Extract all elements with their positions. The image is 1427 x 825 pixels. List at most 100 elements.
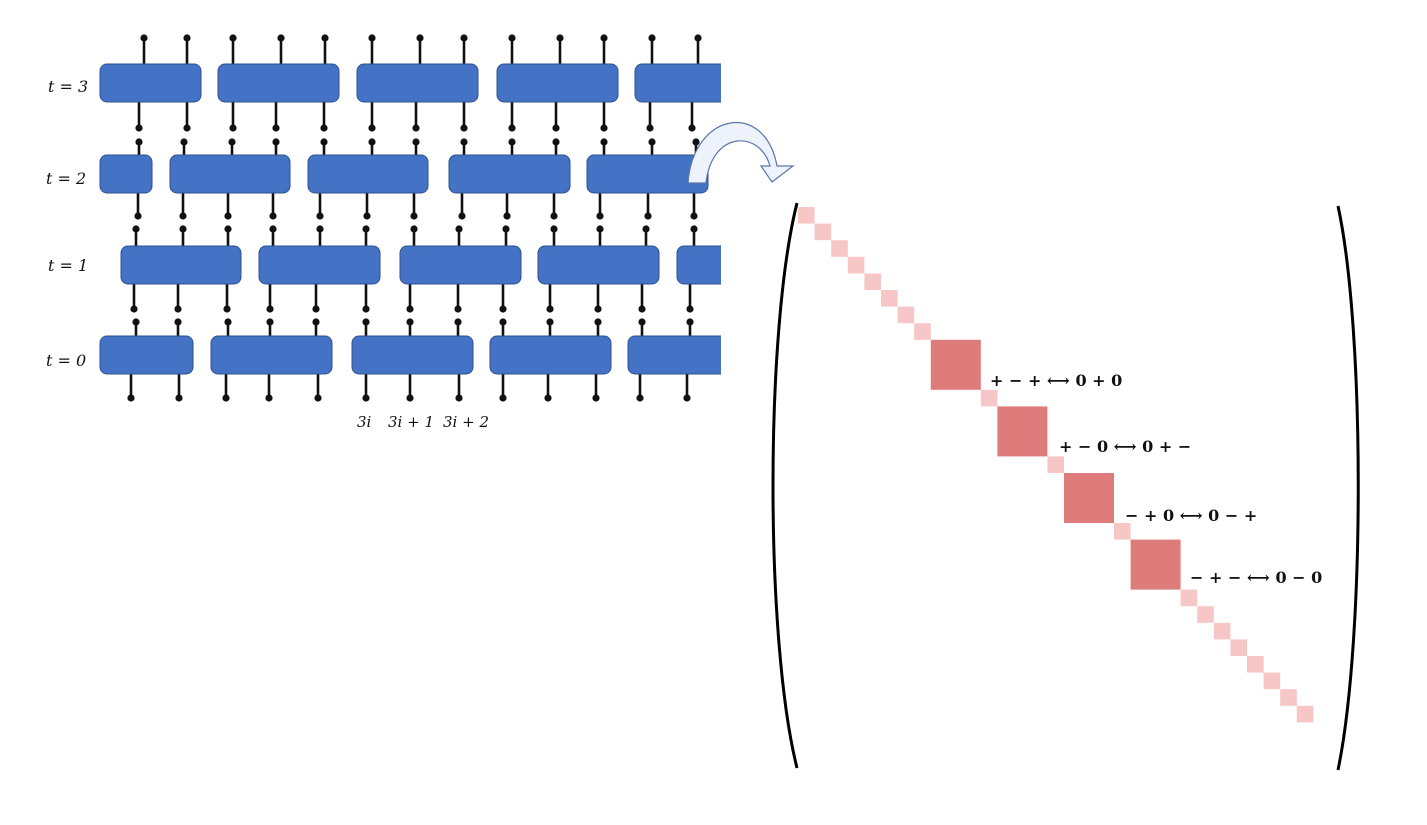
leg-dot-top-t0-4 — [312, 318, 320, 326]
leg-dot-top-t3-4 — [321, 34, 329, 42]
gate-t3-1 — [217, 63, 340, 103]
leg-dot-top-t0-5 — [362, 318, 370, 326]
block-label-2: + − 0 ⟷ 0 + − — [1059, 437, 1191, 456]
gate-t1-2 — [399, 245, 522, 285]
leg-dot-top-t0-9 — [546, 318, 554, 326]
time-label-t0: t = 0 — [46, 351, 86, 370]
leg-dot-top-t1-11 — [642, 225, 650, 233]
diag-cell-5 — [881, 290, 898, 307]
leg-dot-bottom-t1-5 — [362, 305, 370, 313]
leg-dot-bottom-t3-9 — [552, 124, 560, 132]
diag-cell-7 — [914, 323, 931, 340]
leg-dot-top-t0-2 — [224, 318, 232, 326]
leg-dot-bottom-t2-3 — [269, 212, 277, 220]
diag-cell-18 — [1296, 705, 1314, 723]
leg-dot-bottom-t1-9 — [546, 305, 554, 313]
leg-dot-bottom-t2-12 — [690, 212, 698, 220]
leg-dot-top-t3-5 — [368, 34, 376, 42]
leg-dot-bottom-t1-8 — [499, 305, 507, 313]
leg-dot-bottom-t2-6 — [410, 212, 418, 220]
gate-t1-3 — [537, 245, 660, 285]
leg-dot-bottom-t1-11 — [638, 305, 646, 313]
leg-dot-top-t1-3 — [269, 225, 277, 233]
leg-dot-top-t3-6 — [416, 34, 424, 42]
diag-cell-2 — [831, 240, 848, 257]
leg-dot-top-t1-1 — [179, 225, 187, 233]
gate-t2-2 — [307, 154, 429, 194]
leg-dot-top-t3-0 — [140, 34, 148, 42]
gate-t2-1 — [169, 154, 291, 194]
diag-cell-12 — [1197, 606, 1214, 623]
diag-cell-14 — [1230, 639, 1247, 656]
leg-dot-top-t2-10 — [600, 138, 608, 146]
leg-dot-top-t3-11 — [648, 34, 656, 42]
leg-dot-top-t1-4 — [316, 225, 324, 233]
leg-dot-bottom-t2-10 — [596, 212, 604, 220]
diag-cell-9 — [1047, 456, 1064, 473]
leg-dot-top-t0-8 — [499, 318, 507, 326]
time-label-t1: t = 1 — [48, 256, 88, 275]
leg-dot-bottom-t2-5 — [363, 212, 371, 220]
leg-dot-bottom-t3-12 — [688, 124, 696, 132]
block-label-3: − + 0 ⟷ 0 − + — [1125, 506, 1257, 525]
leg-dot-bottom-t1-12 — [686, 305, 694, 313]
leg-dot-top-t2-3 — [272, 138, 280, 146]
diag-block-2 — [997, 406, 1048, 457]
leg-dot-top-t0-12 — [686, 318, 694, 326]
leg-dot-bottom-t3-8 — [508, 124, 516, 132]
leg-dot-bottom-t3-1 — [183, 124, 191, 132]
diag-cell-8 — [980, 389, 998, 407]
leg-dot-top-t0-7 — [454, 318, 462, 326]
leg-dot-top-t3-7 — [460, 34, 468, 42]
leg-dot-bottom-t0-12 — [683, 394, 691, 402]
block-diagonal-matrix — [798, 207, 1314, 723]
gate-t0-2 — [351, 335, 474, 375]
diag-cell-3 — [847, 256, 865, 274]
leg-dot-top-t0-11 — [638, 318, 646, 326]
leg-dot-bottom-t0-10 — [592, 394, 600, 402]
diag-cell-17 — [1280, 689, 1297, 706]
leg-dot-top-t2-7 — [460, 138, 468, 146]
leg-dot-top-t1-7 — [455, 225, 463, 233]
gate-t3-0 — [99, 63, 202, 103]
leg-dot-top-t3-2 — [229, 34, 237, 42]
gate-t0-1 — [210, 335, 333, 375]
leg-dot-bottom-t1-4 — [312, 305, 320, 313]
diag-cell-4 — [864, 273, 881, 290]
leg-dot-bottom-t3-6 — [412, 124, 420, 132]
leg-dot-bottom-t2-4 — [316, 212, 324, 220]
leg-dot-top-t3-8 — [508, 34, 516, 42]
leg-dot-bottom-t3-0 — [135, 124, 143, 132]
leg-dot-bottom-t2-7 — [458, 212, 466, 220]
gate-t1-4 — [676, 245, 721, 285]
site-label-3i: 3i — [357, 413, 372, 431]
leg-dot-top-t2-12 — [692, 138, 700, 146]
leg-dot-bottom-t3-2 — [229, 124, 237, 132]
leg-dot-bottom-t2-8 — [503, 212, 511, 220]
leg-dot-top-t2-5 — [368, 138, 376, 146]
leg-dot-top-t1-10 — [596, 225, 604, 233]
leg-dot-bottom-t0-2 — [222, 394, 230, 402]
diag-cell-10 — [1114, 523, 1131, 540]
gate-t3-4 — [634, 63, 721, 103]
diag-block-4 — [1130, 539, 1181, 590]
gate-t2-0 — [99, 154, 153, 194]
site-label-3i-plus-2: 3i + 2 — [443, 413, 489, 431]
leg-dot-top-t0-10 — [594, 318, 602, 326]
leg-dot-top-t2-4 — [320, 138, 328, 146]
leg-dot-bottom-t2-1 — [179, 212, 187, 220]
leg-dot-top-t2-9 — [552, 138, 560, 146]
block-label-4: − + − ⟷ 0 − 0 — [1190, 568, 1322, 587]
leg-dot-top-t3-3 — [277, 34, 285, 42]
gate-t0-3 — [489, 335, 612, 375]
leg-dot-top-t3-12 — [694, 34, 702, 42]
leg-dot-top-t2-1 — [180, 138, 188, 146]
leg-dot-bottom-t3-7 — [460, 124, 468, 132]
block-label-1: + − + ⟷ 0 + 0 — [990, 371, 1122, 390]
leg-dot-bottom-t0-9 — [544, 394, 552, 402]
leg-dot-top-t1-12 — [690, 225, 698, 233]
gate-t0-4 — [627, 335, 721, 375]
leg-dot-bottom-t0-8 — [499, 394, 507, 402]
leg-dot-bottom-t1-10 — [594, 305, 602, 313]
